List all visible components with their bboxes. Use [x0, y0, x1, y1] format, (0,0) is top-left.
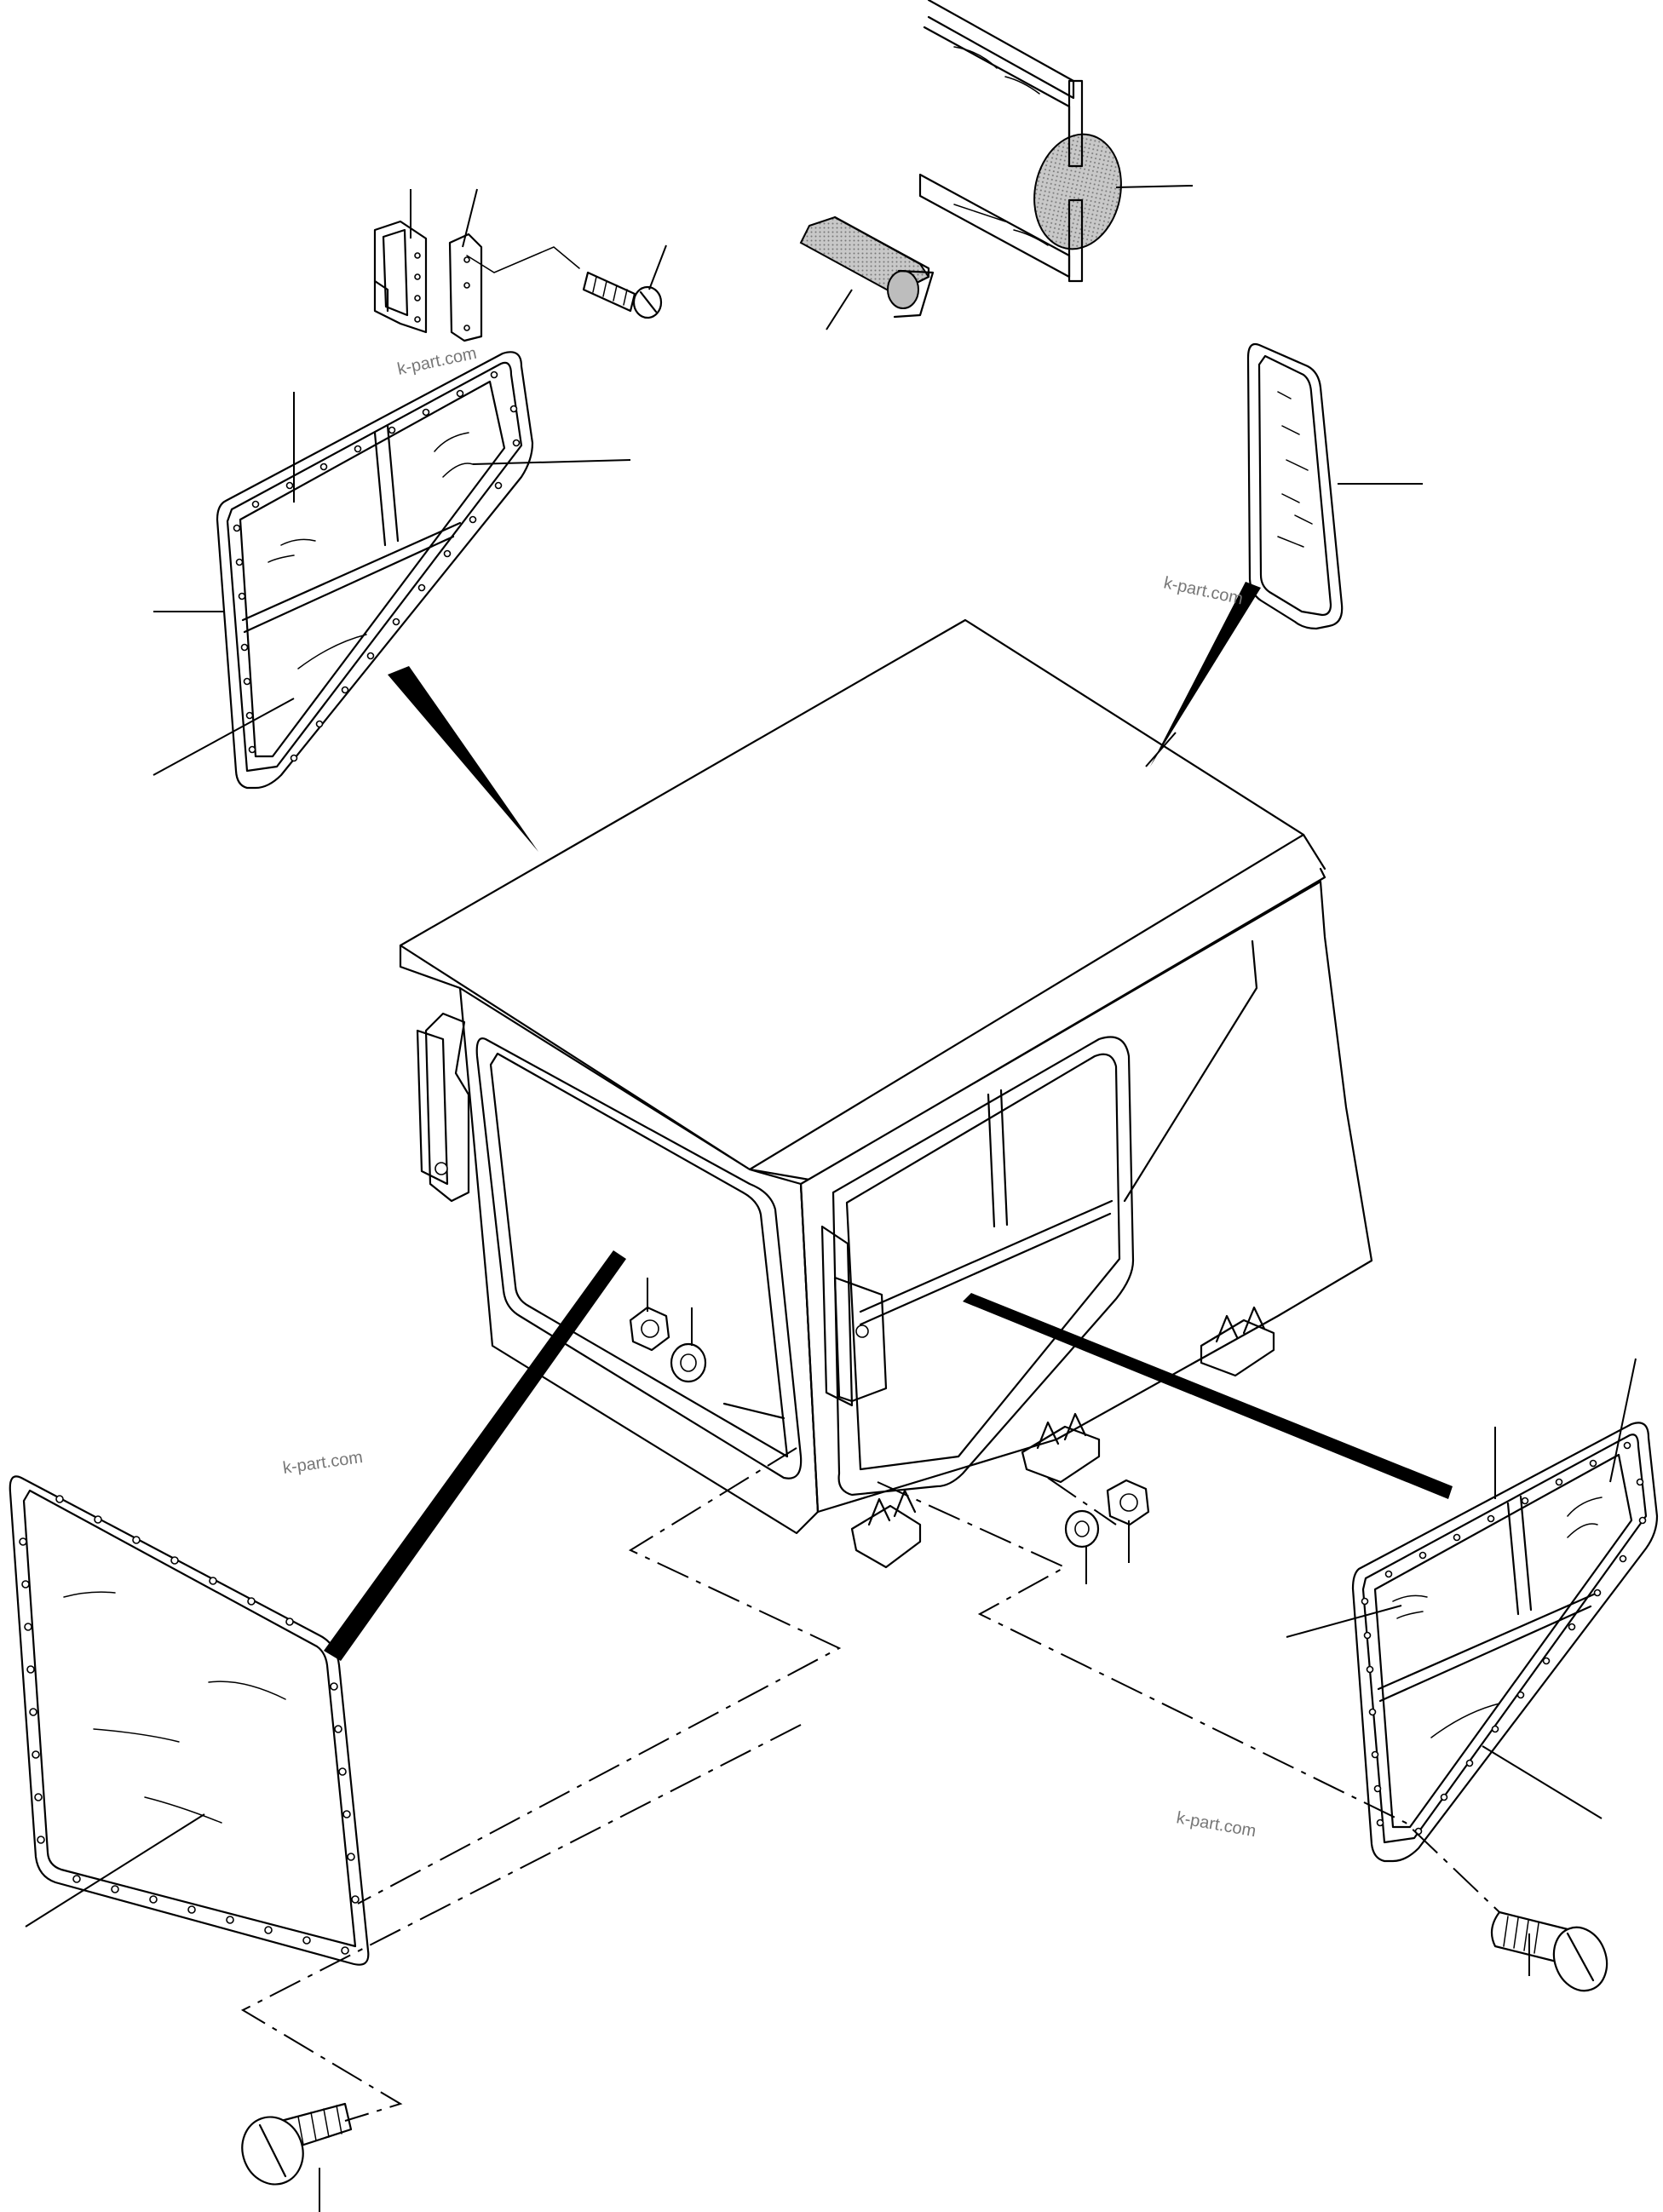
mount-brackets — [850, 1306, 1275, 1569]
side-handle — [820, 1225, 888, 1407]
front-nut — [629, 1306, 670, 1352]
front-window-frame — [475, 1037, 803, 1479]
cab-body — [399, 618, 1373, 1569]
watermark: k-part.com — [1162, 573, 1245, 608]
side-nut — [1106, 1479, 1150, 1526]
side-door-frame — [832, 1036, 1135, 1497]
weather-strip — [918, 0, 1122, 283]
watermark: k-part.com — [1175, 1808, 1257, 1841]
watermark: k-part.com — [282, 1448, 365, 1478]
hinge-bolt — [466, 246, 663, 319]
pointer-right-door — [963, 1293, 1453, 1499]
pointer-upper-left — [388, 666, 538, 852]
hinge-left — [373, 220, 428, 334]
cab-side-face — [799, 880, 1373, 1514]
front-glass — [9, 1475, 370, 1966]
left-handle — [416, 1012, 470, 1203]
bolt-bottom — [241, 2102, 353, 2186]
front-washer — [670, 1342, 707, 1383]
lower-right-door-glass — [1351, 1422, 1659, 1863]
bolt-lower-right — [1490, 1910, 1608, 1992]
pointer-front-glass — [324, 1250, 626, 1661]
upper-left-door-glass — [216, 351, 534, 790]
side-washer — [1064, 1509, 1100, 1548]
pointer-rear-window — [1150, 582, 1261, 767]
rear-window — [1246, 342, 1344, 630]
hinge-plate — [448, 233, 483, 342]
seal-strip — [799, 215, 935, 319]
dash-dot-lines — [240, 1447, 1500, 2122]
leader-lines — [25, 185, 1637, 2212]
